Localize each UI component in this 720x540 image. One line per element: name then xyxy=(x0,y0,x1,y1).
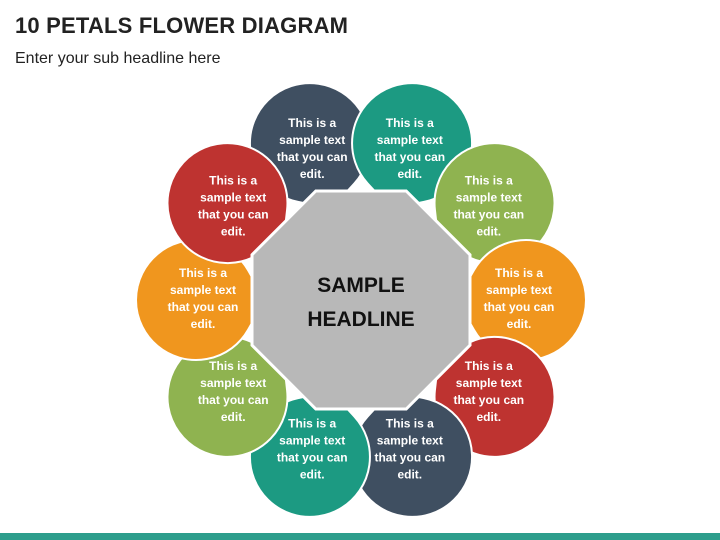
petal-text-line: This is a xyxy=(465,173,513,187)
center-group: SAMPLE HEADLINE xyxy=(250,189,472,411)
petal-text-line: edit. xyxy=(221,224,246,238)
petal-text-line: sample text xyxy=(377,433,443,447)
petal-text-line: edit. xyxy=(300,467,325,481)
petal-text-line: This is a xyxy=(495,266,543,280)
petal-text-line: edit. xyxy=(476,410,501,424)
petal-shape xyxy=(166,142,289,265)
petal-text-line: sample text xyxy=(377,133,443,147)
petal-10: This is a sample text that you can edit. xyxy=(166,142,289,265)
petal-text-line: edit. xyxy=(476,224,501,238)
center-octagon xyxy=(250,189,472,411)
petal-text-line: This is a xyxy=(288,416,336,430)
petal-text-line: edit. xyxy=(191,317,216,331)
petal-text-line: that you can xyxy=(198,207,269,221)
petal-text-line: that you can xyxy=(484,300,555,314)
petal-text-line: sample text xyxy=(279,433,345,447)
petal-text-line: edit. xyxy=(300,167,325,181)
petal-text-line: that you can xyxy=(374,150,445,164)
petal-3: This is a sample text that you can edit. xyxy=(433,142,556,265)
petal-4: This is a sample text that you can edit. xyxy=(456,239,587,361)
petal-9: This is a sample text that you can edit. xyxy=(135,239,266,361)
petal-text-line: edit. xyxy=(507,317,532,331)
petal-text-line: edit. xyxy=(397,467,422,481)
page-subtitle: Enter your sub headline here xyxy=(15,50,221,67)
petal-text-line: that you can xyxy=(277,450,348,464)
petal-text-line: This is a xyxy=(209,359,257,373)
footer-bar-segment xyxy=(0,533,720,540)
petal-text-line: sample text xyxy=(200,376,266,390)
petal-text-line: sample text xyxy=(456,376,522,390)
petal-6: This is a sample text that you can edit. xyxy=(351,390,474,518)
petal-text-line: edit. xyxy=(397,167,422,181)
petal-text-line: edit. xyxy=(221,410,246,424)
petal-text-line: sample text xyxy=(170,283,236,297)
petal-text-line: that you can xyxy=(453,207,524,221)
petal-text-line: This is a xyxy=(179,266,227,280)
petal-text-line: sample text xyxy=(279,133,345,147)
petal-text-line: that you can xyxy=(168,300,239,314)
page-title: 10 PETALS FLOWER DIAGRAM xyxy=(15,13,349,38)
petal-text-line: This is a xyxy=(288,116,336,130)
petal-text-line: This is a xyxy=(386,416,434,430)
footer-bar xyxy=(0,533,720,540)
petal-text-line: that you can xyxy=(277,150,348,164)
petal-text-line: sample text xyxy=(200,190,266,204)
petal-text-line: This is a xyxy=(209,173,257,187)
petal-text-line: sample text xyxy=(456,190,522,204)
center-headline-line-1: SAMPLE xyxy=(317,274,405,297)
petal-text-line: that you can xyxy=(198,393,269,407)
petal-text-line: This is a xyxy=(465,359,513,373)
petal-text-line: that you can xyxy=(374,450,445,464)
petal-text-line: that you can xyxy=(453,393,524,407)
center-headline-line-2: HEADLINE xyxy=(307,308,414,331)
petal-text-line: sample text xyxy=(486,283,552,297)
petal-text-line: This is a xyxy=(386,116,434,130)
